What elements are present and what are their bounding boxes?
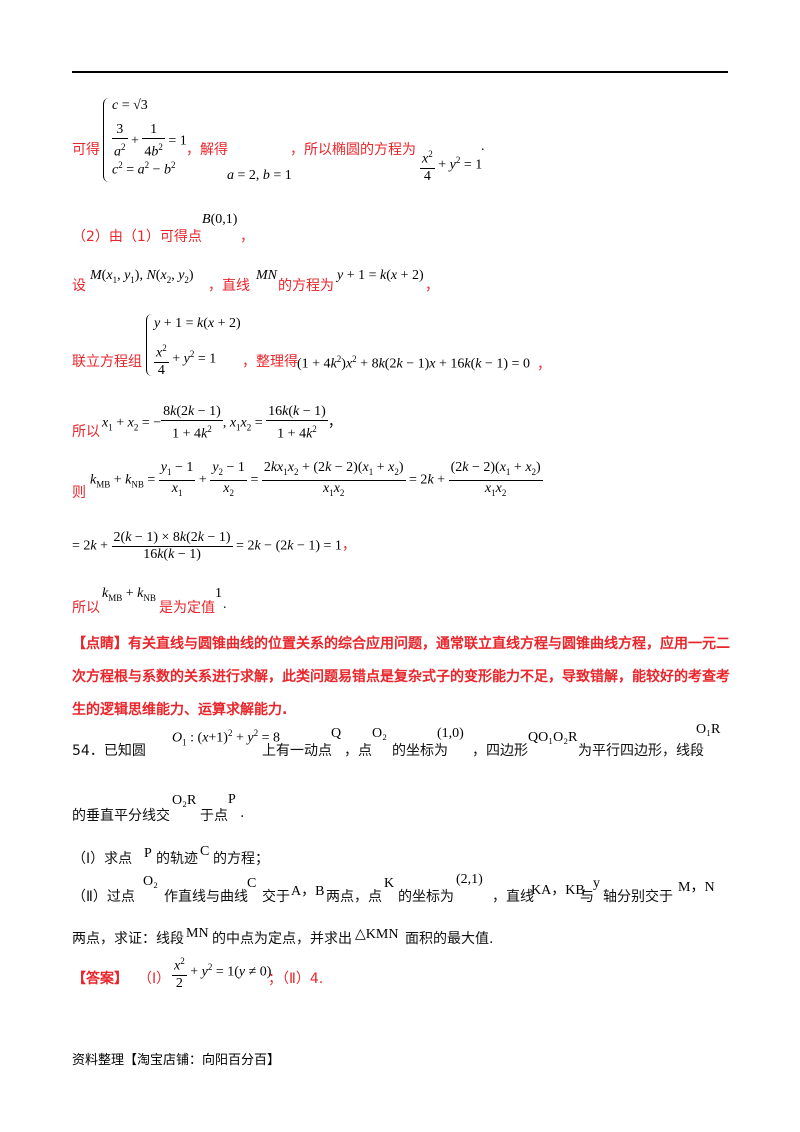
part2-line1-end: ， bbox=[240, 229, 254, 245]
comment-text: 有关直线与圆锥曲线的位置关系的综合应用问题，通常联立直线方程与圆锥曲线方程，应用… bbox=[72, 636, 730, 718]
part2-line3-end: ， bbox=[537, 357, 551, 373]
sys2-line-1: y + 1 = k(x + 2) bbox=[154, 316, 241, 331]
curve-c: C bbox=[200, 844, 210, 859]
q54-part1-d: 的方程； bbox=[213, 851, 269, 867]
slope-sum-result: = 2k + 2(k − 1) × 8k(2k − 1)16k(k − 1) =… bbox=[72, 530, 356, 562]
q54-part2-i: 轴分别交于 bbox=[603, 889, 673, 905]
q54-part2-g: ，直线 bbox=[492, 889, 534, 905]
part1-tail: ，所以椭圆的方程为 bbox=[290, 142, 416, 158]
header-rule bbox=[72, 71, 728, 73]
constant-value: 1 bbox=[215, 586, 222, 601]
footer-source: 资料整理【淘宝店铺：向阳百分百】 bbox=[72, 1053, 281, 1068]
part1-mid: ，解得 bbox=[186, 142, 228, 158]
q54-t1: 上有一动点 bbox=[262, 743, 332, 759]
q54-part2-e: 两点，点 bbox=[326, 889, 382, 905]
point-p: P bbox=[228, 792, 236, 807]
point-q: Q bbox=[331, 726, 342, 741]
q54-part2-line2-a: 两点，求证：线段 bbox=[72, 931, 184, 947]
part2-line3-b: ，整理得 bbox=[242, 354, 298, 370]
part2-line2-b: ，直线 bbox=[208, 278, 250, 294]
part2-line7-end: . bbox=[223, 597, 227, 612]
q54-t3: 的坐标为 bbox=[392, 743, 448, 759]
points-mn: M(x1, y1), N(x2, y2) bbox=[90, 268, 194, 285]
part2-line2-a: 设 bbox=[72, 278, 86, 294]
segment-o2r: O₂R bbox=[172, 793, 197, 808]
triangle-kmn: △KMN bbox=[355, 927, 399, 942]
q54-l2a: 的垂直平分线交 bbox=[72, 808, 170, 824]
o2-coordinate: (1,0) bbox=[437, 726, 464, 741]
line-mn-equation: y + 1 = k(x + 2) bbox=[337, 268, 424, 283]
quadratic-equation: (1 + 4k2)x2 + 8k(2k − 1)x + 16k(k − 1) =… bbox=[297, 354, 530, 372]
points-ab: A，B bbox=[291, 884, 325, 899]
circle-equation: O1 : (x+1)2 + y2 = 8 bbox=[172, 728, 280, 748]
answer-part1: （Ⅰ） bbox=[138, 971, 171, 987]
q54-part2-line2-b: 的中点为定点，并求出 bbox=[212, 931, 352, 947]
q54-t2: ，点 bbox=[344, 743, 372, 759]
answer-tag: 【答案】 bbox=[72, 971, 128, 987]
part2-line2-end: ， bbox=[425, 278, 439, 294]
q54-part2-h: 与 bbox=[580, 889, 594, 905]
system2-brace bbox=[146, 314, 153, 376]
q54-part2-b: 作直线与曲线 bbox=[164, 889, 248, 905]
part2-line1-text: （2）由（1）可得点 bbox=[72, 229, 202, 245]
segment-mn: MN bbox=[186, 926, 209, 941]
part2-line2-c: 的方程为 bbox=[278, 278, 334, 294]
q54-number: 54．已知圆 bbox=[72, 743, 146, 759]
comment-block: 【点睛】有关直线与圆锥曲线的位置关系的综合应用问题，通常联立直线方程与圆锥曲线方… bbox=[72, 628, 732, 727]
vieta-formulas: x1 + x2 = −8k(2k − 1)1 + 4k2, x1x2 = 16k… bbox=[102, 404, 342, 442]
y-axis-label: y bbox=[593, 876, 600, 891]
q54-part1-a: （Ⅰ）求点 bbox=[72, 851, 133, 867]
line-mn: MN bbox=[256, 268, 277, 283]
quadrilateral: QO₁O₂R bbox=[528, 730, 578, 745]
q54-part2-d: 交于 bbox=[262, 889, 290, 905]
q54-l2b: 于点 bbox=[200, 808, 228, 824]
part1-end: . bbox=[481, 139, 485, 154]
points-mn-2: M，N bbox=[678, 880, 715, 895]
sys-line-3: c2 = a2 − b2 bbox=[112, 160, 176, 178]
system-brace bbox=[103, 98, 110, 182]
k-coordinate: (2,1) bbox=[456, 872, 483, 887]
q54-t5: 为平行四边形，线段 bbox=[578, 743, 704, 759]
lines-ka-kb: KA，KB bbox=[531, 883, 585, 898]
part2-line5-a: 则 bbox=[72, 485, 86, 501]
q54-l2end: . bbox=[240, 805, 245, 821]
part2-line4-a: 所以 bbox=[72, 424, 100, 440]
q54-part2-f: 的坐标为 bbox=[398, 889, 454, 905]
q54-t4: ，四边形 bbox=[472, 743, 528, 759]
part2-line7-a: 所以 bbox=[72, 600, 100, 616]
part2-line7-b: 是为定值 bbox=[159, 600, 215, 616]
part2-line3-a: 联立方程组 bbox=[72, 354, 142, 370]
part1-solved: a = 2, b = 1 bbox=[227, 168, 292, 183]
sys-line-1: c = √3 bbox=[112, 98, 148, 113]
slope-sum-label: kMB + kNB bbox=[102, 586, 156, 603]
segment-o1r: O₁R bbox=[696, 722, 721, 737]
point-o2: O₂ bbox=[372, 726, 387, 741]
comment-tag: 【点睛】 bbox=[72, 636, 128, 652]
q54-part1-p: P bbox=[144, 846, 152, 861]
answer-part2: ；（Ⅱ）4. bbox=[268, 971, 324, 987]
q54-part2-a: （Ⅱ）过点 bbox=[72, 889, 135, 905]
point-b: B(0,1) bbox=[202, 212, 238, 227]
q54-part1-b: 的轨迹 bbox=[156, 851, 198, 867]
q54-part2-c: C bbox=[247, 876, 257, 891]
point-k: K bbox=[384, 876, 395, 891]
part1-lead: 可得 bbox=[72, 142, 100, 158]
q54-part2-line2-c: 面积的最大值. bbox=[405, 931, 494, 947]
q54-part2-o2: O₂ bbox=[143, 874, 158, 889]
